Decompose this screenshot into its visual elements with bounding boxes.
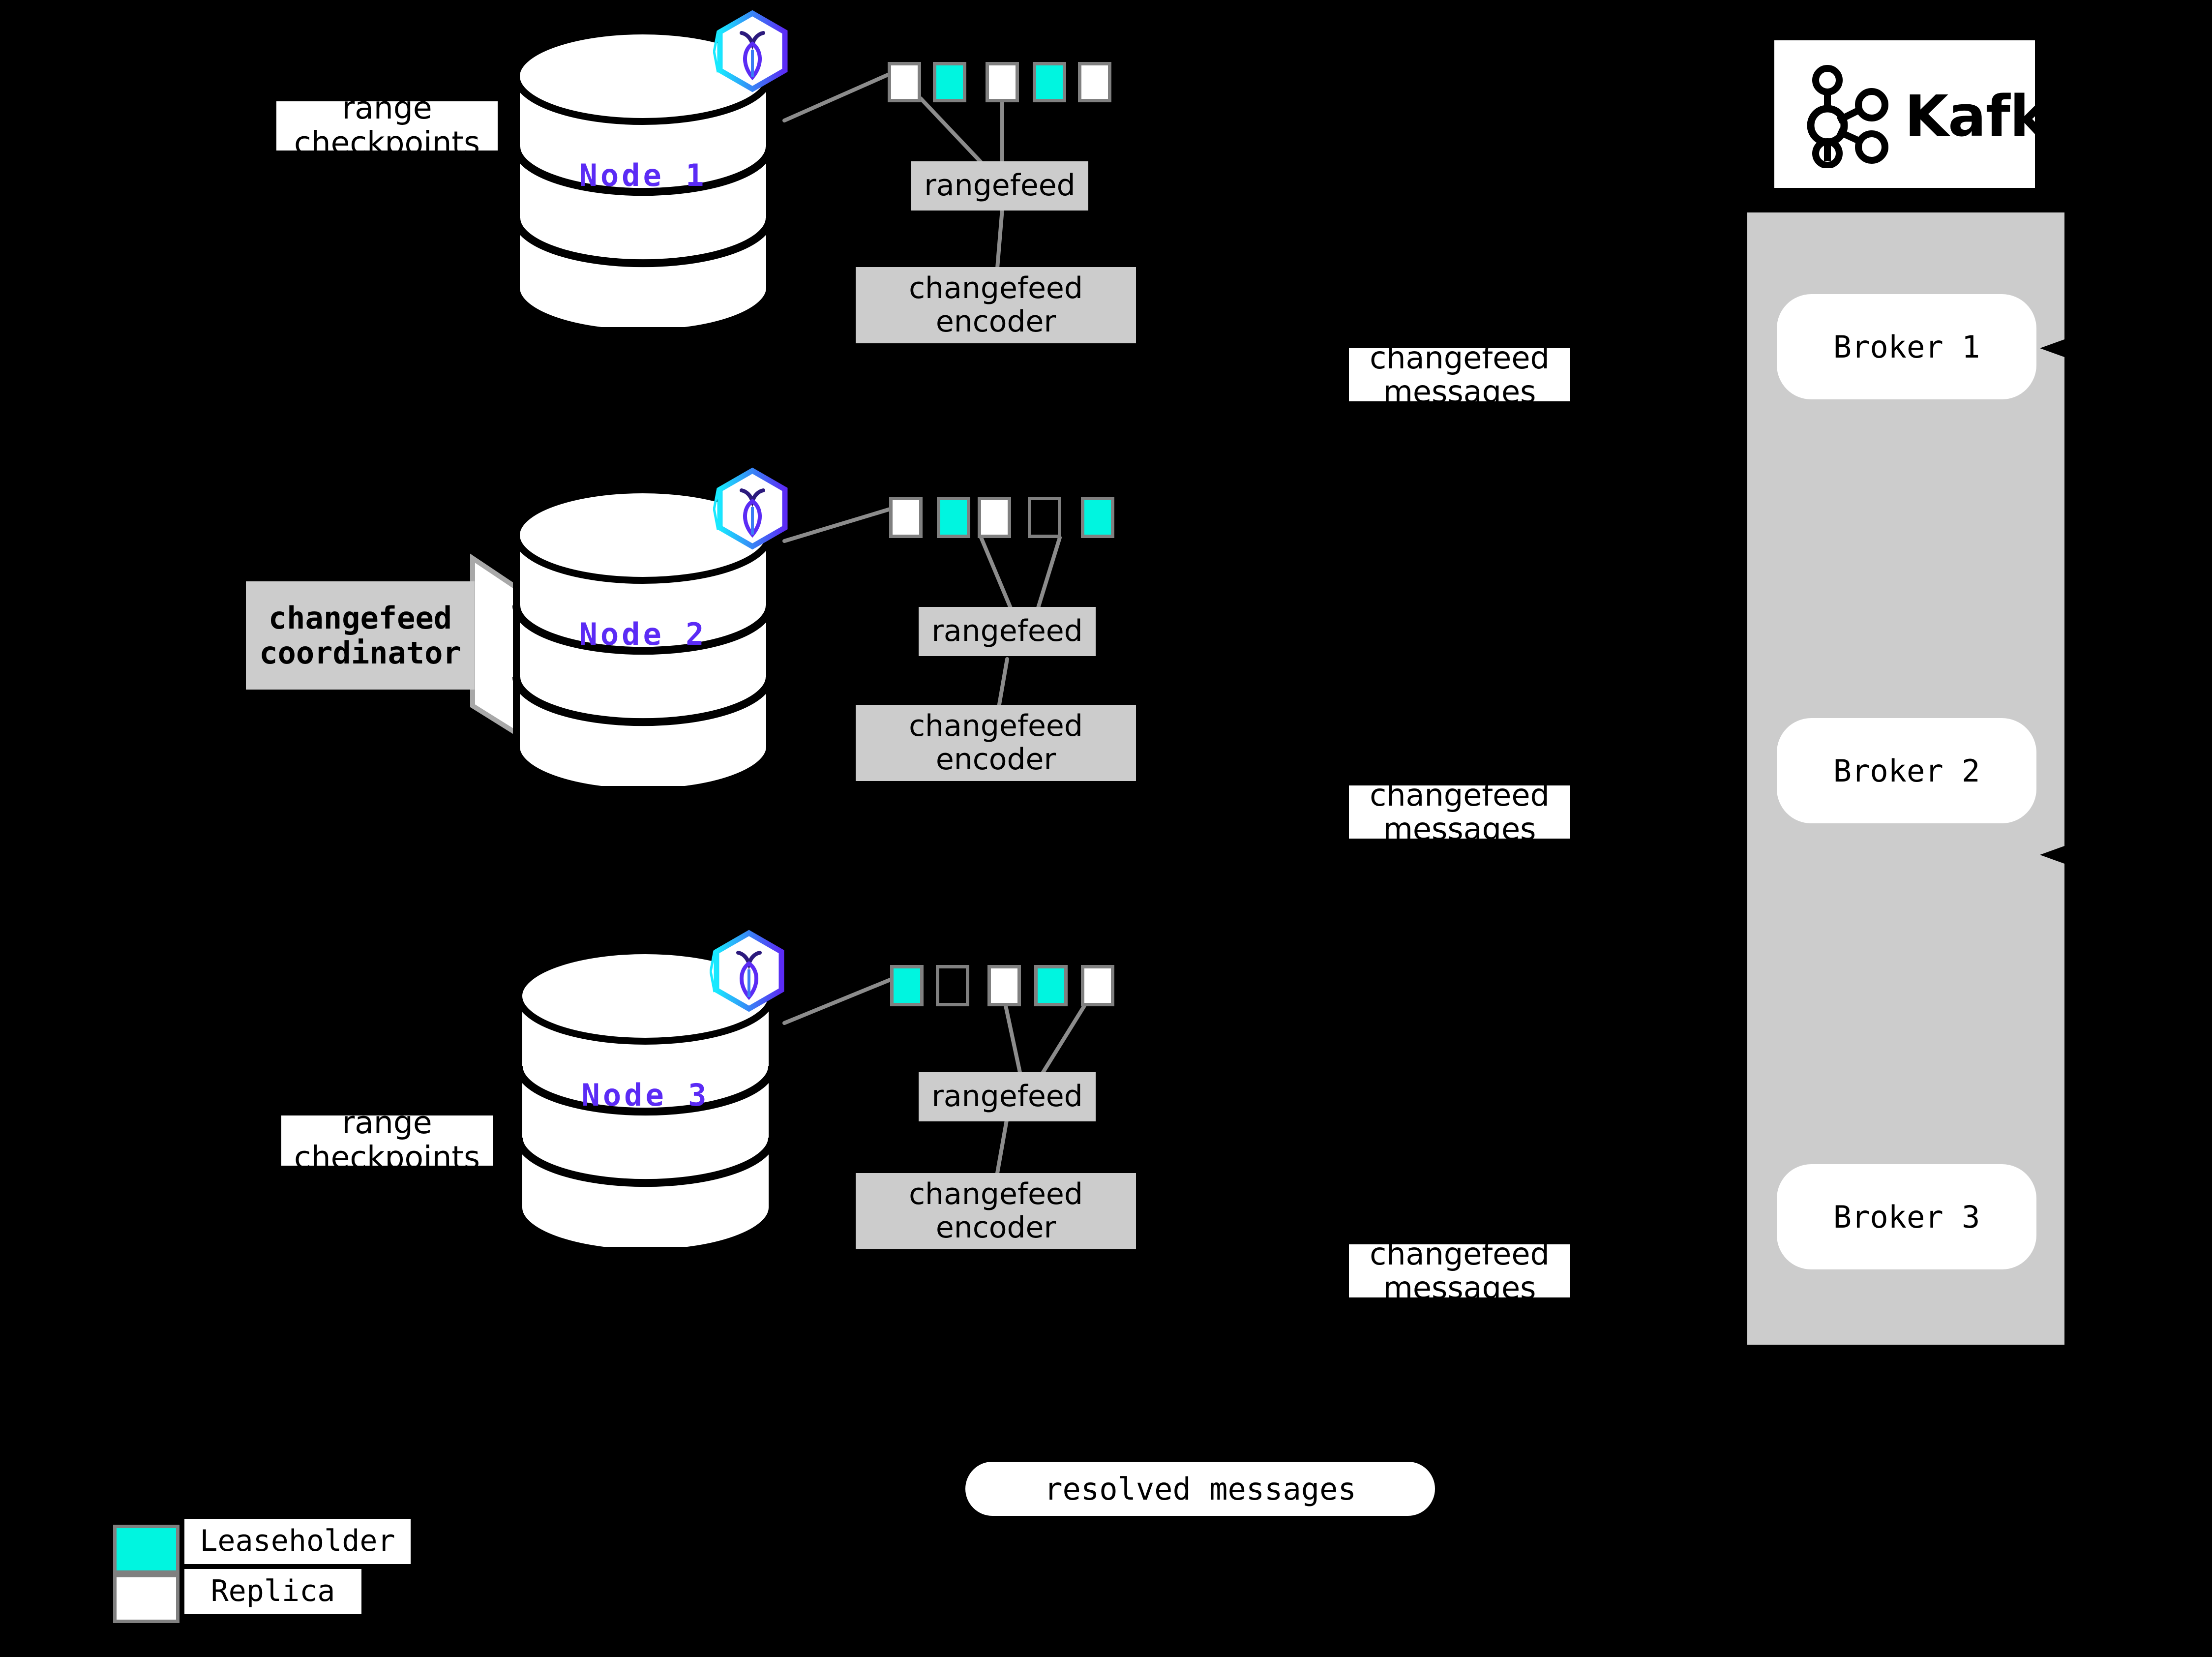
range-box-node3-2[interactable] <box>936 965 969 1006</box>
changefeed-encoder-label-node1: changefeed encoder <box>909 271 1083 339</box>
changefeed-encoder-box-node3[interactable]: changefeed encoder <box>856 1173 1136 1249</box>
cockroachdb-hexagon-logo-node1 <box>713 7 792 96</box>
broker-3-box[interactable]: Broker 3 <box>1777 1164 2036 1269</box>
range-checkpoints-label-node3: range checkpoints <box>281 1106 493 1175</box>
range-box-node2-4[interactable] <box>1028 497 1061 538</box>
changefeed-encoder-label-node3: changefeed encoder <box>909 1177 1083 1245</box>
kafka-node-graph-icon <box>1799 62 1897 169</box>
changefeed-messages-text-2: changefeed messages <box>1370 777 1550 847</box>
range-box-node2-3[interactable] <box>978 497 1011 538</box>
legend-swatch-leaseholder <box>113 1525 179 1574</box>
changefeed-coordinator-box[interactable]: changefeed coordinator <box>246 581 475 690</box>
range-box-node3-5[interactable] <box>1081 965 1114 1006</box>
range-box-node2-5[interactable] <box>1081 497 1114 538</box>
legend-label-leaseholder: Leaseholder <box>184 1519 411 1564</box>
resolved-messages-pill[interactable]: resolved messages <box>965 1462 1435 1516</box>
node-3-label: Node 3 <box>581 1077 710 1113</box>
node-1-label: Node 1 <box>579 157 707 193</box>
range-box-node3-4[interactable] <box>1034 965 1068 1006</box>
changefeed-messages-label-3: changefeed messages <box>1349 1236 1570 1305</box>
range-box-node1-4[interactable] <box>1033 62 1066 102</box>
range-checkpoints-label-node1: range checkpoints <box>276 91 498 160</box>
legend-swatch-replica <box>113 1574 179 1623</box>
cockroachdb-hexagon-logo-node3 <box>709 927 788 1016</box>
changefeed-encoder-box-node1[interactable]: changefeed encoder <box>856 267 1136 343</box>
range-box-node1-3[interactable] <box>986 62 1019 102</box>
range-box-node1-5[interactable] <box>1078 62 1111 102</box>
range-box-node3-3[interactable] <box>987 965 1021 1006</box>
legend-label-replica: Replica <box>184 1569 361 1614</box>
rangefeed-box-node1[interactable]: rangefeed <box>911 161 1088 211</box>
broker-2-label: Broker 2 <box>1833 753 1980 789</box>
changefeed-encoder-box-node2[interactable]: changefeed encoder <box>856 705 1136 781</box>
broker-2-box[interactable]: Broker 2 <box>1777 718 2036 823</box>
range-box-node2-1[interactable] <box>889 497 923 538</box>
rangefeed-label-node3: rangefeed <box>931 1079 1083 1114</box>
node-1-cylinder: Node 1 <box>511 27 775 327</box>
broker-3-label: Broker 3 <box>1833 1199 1980 1235</box>
range-box-node1-1[interactable] <box>888 62 921 102</box>
node-2-label: Node 2 <box>579 616 707 652</box>
changefeed-messages-text-3: changefeed messages <box>1370 1235 1550 1306</box>
range-checkpoints-text-node3: range checkpoints <box>294 1105 480 1175</box>
broker-1-box[interactable]: Broker 1 <box>1777 294 2036 399</box>
changefeed-coordinator-label: changefeed coordinator <box>259 600 461 671</box>
changefeed-messages-text-1: changefeed messages <box>1370 339 1550 410</box>
changefeed-encoder-label-node2: changefeed encoder <box>909 709 1083 777</box>
node-2-cylinder: Node 2 <box>511 486 775 786</box>
range-checkpoints-text-node1: range checkpoints <box>294 90 480 161</box>
resolved-messages-label: resolved messages <box>1044 1471 1356 1507</box>
cockroachdb-hexagon-logo-node2 <box>713 465 792 553</box>
kafka-wordmark: Kafka <box>1905 84 2085 150</box>
legend-replica-text: Replica <box>210 1574 335 1609</box>
changefeed-messages-label-2: changefeed messages <box>1349 778 1570 846</box>
range-box-node2-2[interactable] <box>937 497 970 538</box>
rangefeed-label-node2: rangefeed <box>931 614 1083 649</box>
rangefeed-label-node1: rangefeed <box>924 168 1076 203</box>
rangefeed-box-node3[interactable]: rangefeed <box>919 1072 1096 1121</box>
broker-1-label: Broker 1 <box>1833 329 1980 365</box>
range-box-node1-2[interactable] <box>933 62 966 102</box>
incoming-arrow-markers <box>2040 339 2064 864</box>
legend-leaseholder-text: Leaseholder <box>200 1524 395 1559</box>
changefeed-messages-label-1: changefeed messages <box>1349 340 1570 409</box>
node-3-cylinder: Node 3 <box>514 947 777 1247</box>
rangefeed-box-node2[interactable]: rangefeed <box>919 607 1096 656</box>
range-box-node3-1[interactable] <box>890 965 924 1006</box>
kafka-logo-box: Kafka <box>1774 40 2085 188</box>
